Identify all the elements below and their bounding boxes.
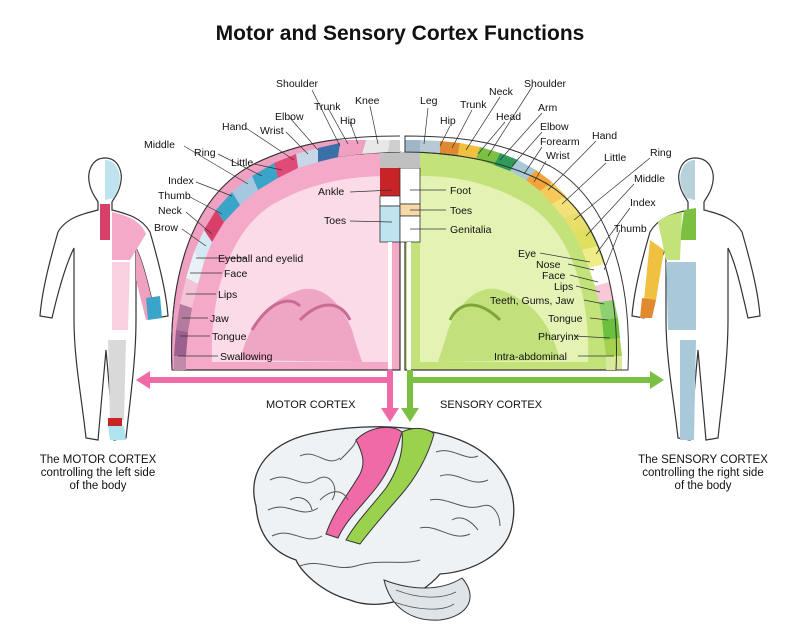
sensory-label-ring: Ring [650,147,672,159]
motor-label-neck: Neck [158,205,183,217]
motor-label-jaw: Jaw [210,313,229,325]
motor-caption: The MOTOR CORTEX controlling the left si… [28,454,168,493]
sensory-label-thumb: Thumb [614,223,647,235]
sensory-label-tongue: Tongue [548,313,583,325]
sensory-label-genitalia: Genitalia [450,224,492,236]
sensory-label-intra-abdominal: Intra-abdominal [494,351,567,363]
motor-inner-dots [178,257,246,357]
sensory-body-figure [631,157,761,441]
motor-caption-line-2: controlling the left side [40,467,156,479]
sensory-label-neck: Neck [489,86,514,98]
motor-label-shoulder: Shoulder [276,78,319,90]
sensory-label-forearm: Forearm [540,136,580,148]
motor-arc-colors [174,140,400,370]
motor-caption-line-3: of the body [69,480,127,492]
sensory-arrows [401,370,664,422]
motor-leader-lines [181,89,393,247]
motor-label-hand: Hand [222,121,247,133]
motor-arrows [136,370,399,422]
sensory-label-toes: Toes [450,205,472,217]
brain-illustration [253,426,515,621]
sensory-caption-line-2: controlling the right side [642,467,764,479]
sensory-label-head: Head [496,111,521,123]
sensory-label-foot: Foot [450,185,471,197]
sensory-caption-line-3: of the body [674,480,732,492]
motor-label-tongue: Tongue [212,331,247,343]
motor-label-wrist: Wrist [260,125,284,137]
motor-label-face: Face [224,268,248,280]
motor-label-lips: Lips [218,289,237,301]
motor-label-elbow: Elbow [275,111,304,123]
motor-label-middle: Middle [144,139,175,151]
sensory-label-index: Index [630,197,656,209]
motor-label-index: Index [168,175,194,187]
motor-body-figure [39,157,169,441]
sensory-label-little: Little [604,152,626,164]
sensory-label-elbow: Elbow [540,121,569,133]
sensory-label-nose: Nose [536,259,561,271]
sensory-inner-lines [539,252,614,357]
sensory-label-lips: Lips [554,281,573,293]
sensory-arc-outline [171,135,629,371]
sensory-leader-lines [410,86,651,271]
motor-label-ring: Ring [194,147,216,159]
motor-label-knee: Knee [355,95,380,107]
motor-label-thumb: Thumb [158,190,191,202]
sensory-label-trunk: Trunk [460,99,487,111]
sensory-arc-colors [405,140,622,370]
motor-caption-line-1: The MOTOR CORTEX [39,454,157,466]
sensory-cortex-heading: SENSORY CORTEX [440,399,543,411]
sensory-label-leg: Leg [420,95,438,107]
motor-label-ankle: Ankle [318,186,344,198]
motor-label-hip: Hip [340,115,356,127]
sensory-label-wrist: Wrist [546,150,570,162]
motor-label-trunk: Trunk [314,101,341,113]
sensory-label-face: Face [542,270,566,282]
motor-cortex-heading: MOTOR CORTEX [266,399,356,411]
motor-label-brow: Brow [154,222,178,234]
diagram-title: Motor and Sensory Cortex Functions [215,22,585,45]
sensory-label-hand: Hand [592,130,617,142]
sensory-label-shoulder: Shoulder [524,78,567,90]
sensory-label-pharyinx: Pharyinx [538,331,580,343]
sensory-label-arm: Arm [538,102,558,114]
sensory-label-eye: Eye [518,248,536,260]
sensory-label-teeth-gums-jaw: Teeth, Gums, Jaw [490,295,574,307]
sensory-label-middle: Middle [634,173,665,185]
sensory-caption-line-1: The SENSORY CORTEX [638,454,768,466]
motor-label-eyeball-eyelid: Eyeball and eyelid [218,253,303,265]
motor-label-swallowing: Swallowing [220,351,273,363]
sensory-label-hip: Hip [440,115,456,127]
motor-label-little: Little [231,157,253,169]
motor-label-toes: Toes [324,215,346,227]
sensory-caption: The SENSORY CORTEX controlling the right… [628,454,778,493]
